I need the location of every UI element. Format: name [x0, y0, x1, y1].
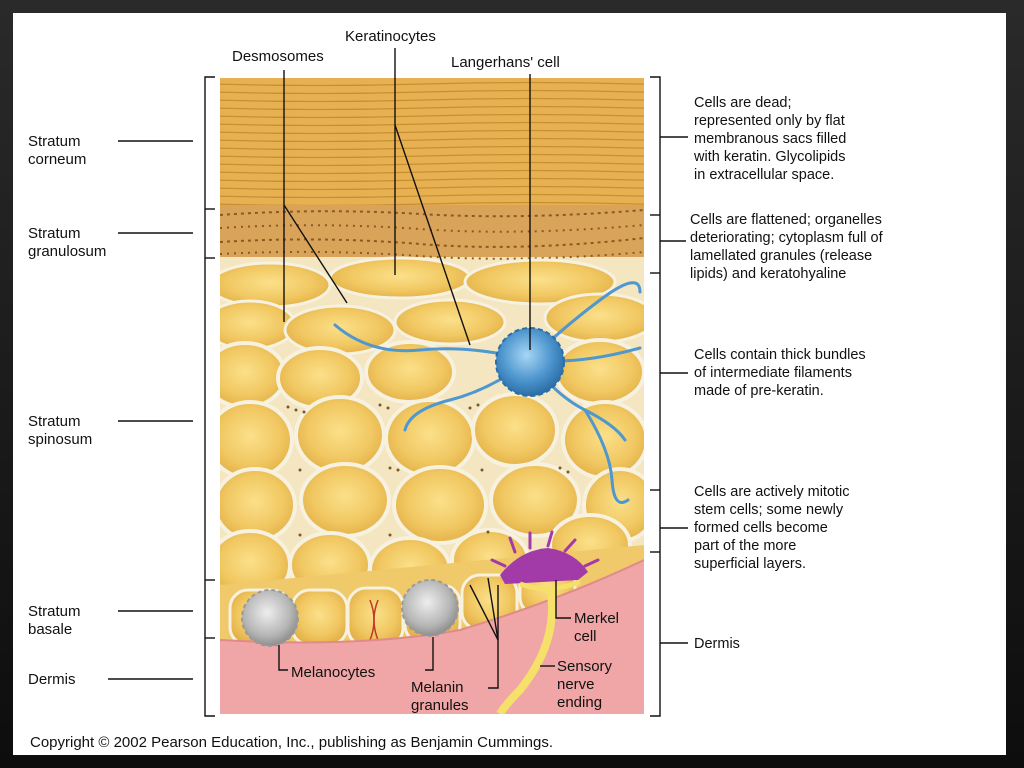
- layer-labels: Stratum corneum Stratum granulosum Strat…: [28, 133, 193, 688]
- label-sensory-3: ending: [557, 694, 602, 711]
- left-bracket: [204, 76, 215, 717]
- desc-basale-3: formed cells become: [694, 520, 828, 536]
- desc-granulosum-4: lipids) and keratohyaline: [690, 266, 846, 282]
- label-basale-2: basale: [28, 621, 72, 638]
- label-sensory-1: Sensory: [557, 658, 613, 675]
- top-labels: Keratinocytes Desmosomes Langerhans' cel…: [232, 28, 560, 350]
- keratinocytes-leader-diagonal: [394, 124, 471, 346]
- dermis-band: [220, 560, 644, 714]
- label-merkel-2: cell: [574, 628, 597, 645]
- label-langerhans: Langerhans' cell: [451, 54, 560, 71]
- label-corneum-2: corneum: [28, 151, 86, 168]
- label-melanocytes: Melanocytes: [291, 664, 375, 681]
- spinosum-cells: [220, 338, 644, 604]
- desmosomes-leader-diagonal: [283, 204, 348, 304]
- sensory-nerve: [496, 587, 556, 714]
- basement-membrane: [220, 559, 644, 644]
- label-spinosum-2: spinosum: [28, 431, 92, 448]
- tissue-block: [220, 78, 644, 714]
- desc-granulosum-2: deteriorating; cytoplasm full of: [690, 230, 884, 246]
- label-melanin-1: Melanin: [411, 679, 464, 696]
- bottom-callouts: Melanocytes Melanin granules Merkel cell…: [278, 577, 619, 714]
- desc-granulosum-3: lamellated granules (release: [690, 248, 872, 264]
- label-sensory-2: nerve: [557, 676, 595, 693]
- merkel-cell: [490, 530, 600, 591]
- right-bracket: [650, 76, 661, 717]
- desc-basale-1: Cells are actively mitotic: [694, 484, 850, 500]
- desc-corneum-3: membranous sacs filled: [694, 131, 846, 147]
- label-spinosum-1: Stratum: [28, 413, 81, 430]
- copyright-notice: Copyright © 2002 Pearson Education, Inc.…: [30, 734, 553, 751]
- label-granulosum-1: Stratum: [28, 225, 81, 242]
- desc-basale-2: stem cells; some newly: [694, 502, 844, 518]
- melanocyte-left: [241, 589, 299, 647]
- flattened-cells: [220, 256, 644, 356]
- label-melanin-2: granules: [411, 697, 469, 714]
- desc-corneum-2: represented only by flat: [694, 113, 845, 129]
- label-desmosomes: Desmosomes: [232, 48, 324, 65]
- melanocyte-right: [401, 579, 459, 637]
- desc-basale-4: part of the more: [694, 538, 796, 554]
- desc-spinosum-2: of intermediate filaments: [694, 365, 852, 381]
- desc-basale-5: superficial layers.: [694, 556, 806, 572]
- desc-corneum-1: Cells are dead;: [694, 95, 792, 111]
- label-dermis-left: Dermis: [28, 671, 76, 688]
- label-merkel-1: Merkel: [574, 610, 619, 627]
- label-keratinocytes: Keratinocytes: [345, 28, 436, 45]
- label-corneum-1: Stratum: [28, 133, 81, 150]
- layer-descriptions: Cells are dead; represented only by flat…: [660, 95, 884, 652]
- stratum-granulosum-band: [220, 205, 644, 260]
- label-granulosum-2: granulosum: [28, 243, 106, 260]
- label-basale-1: Stratum: [28, 603, 81, 620]
- langerhans-cell: [495, 327, 565, 397]
- desc-dermis: Dermis: [694, 636, 740, 652]
- desc-corneum-5: in extracellular space.: [694, 167, 834, 183]
- desc-granulosum-1: Cells are flattened; organelles: [690, 212, 882, 228]
- desc-spinosum-1: Cells contain thick bundles: [694, 347, 866, 363]
- desc-spinosum-3: made of pre-keratin.: [694, 383, 824, 399]
- desc-corneum-4: with keratin. Glycolipids: [693, 149, 846, 165]
- stratum-corneum-band: [220, 78, 644, 208]
